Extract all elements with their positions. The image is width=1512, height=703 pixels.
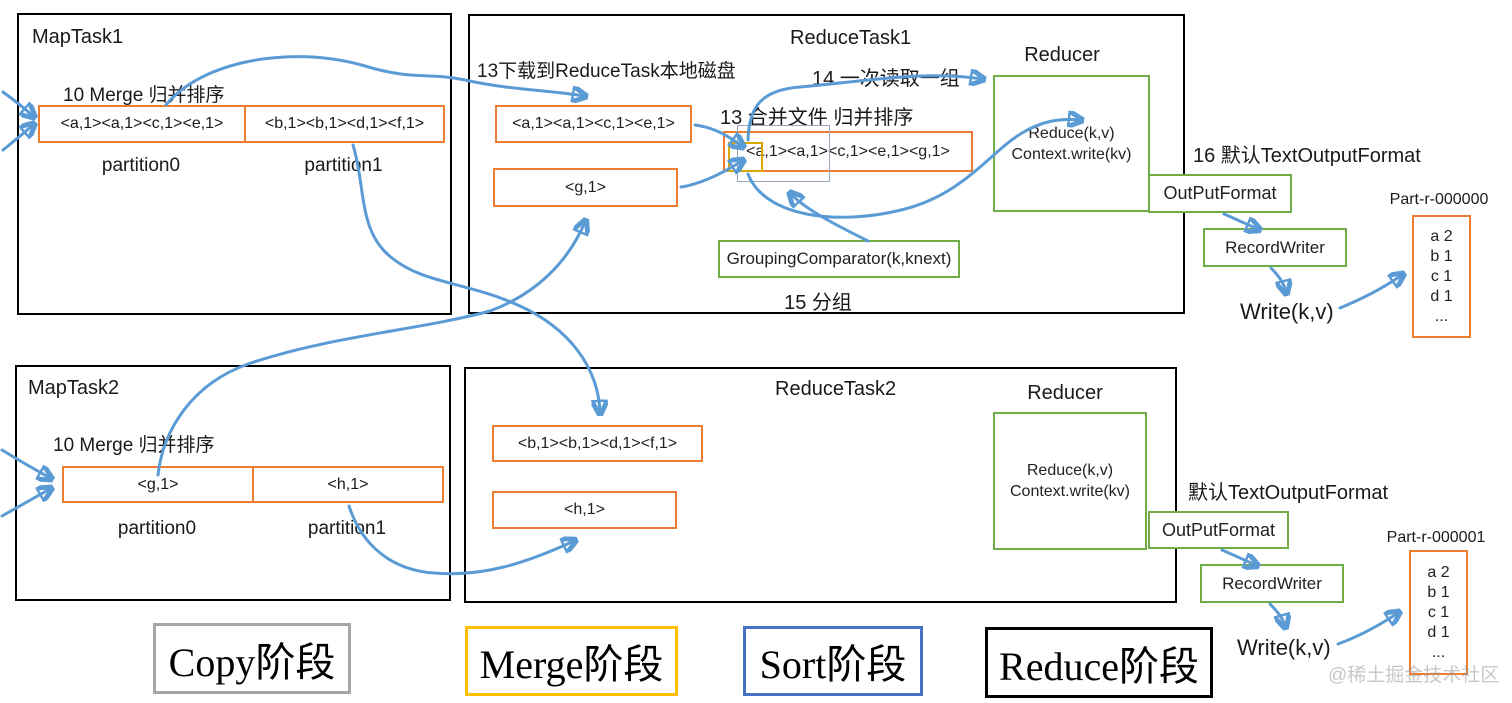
rt2-outputformat-box: OutPutFormat [1148,511,1289,549]
watermark: @稀土掘金技术社区 [1328,665,1500,686]
reducetask2-title: ReduceTask2 [775,378,897,400]
rt2-partfile-row: ... [1431,643,1446,661]
rt1-reducer-line1: Reduce(k,v) [1028,124,1115,142]
arrow-rt1-write-to-partfile [1338,275,1402,310]
rt1-partfile-box: a 2 b 1 c 1 d 1 ... [1412,215,1471,338]
rt2-spill0-box: <b,1><b,1><d,1><f,1> [492,425,703,462]
rt2-reducer-title: Reducer [1027,382,1103,404]
rt1-grouping-comparator-box: GroupingComparator(k,knext) [718,240,960,278]
arrow-rt2-write-to-partfile [1336,613,1398,646]
maptask2-partition1-label: partition1 [307,518,387,539]
rt1-textoutputformat-label: 16 默认TextOutputFormat [1193,145,1421,167]
maptask1-partition-labels: partition0 partition1 [38,155,443,177]
arrow-rt1-outputformat-to-recordwriter [1222,212,1258,229]
reducetask2-box [464,367,1177,603]
rt1-partfile-row: ... [1434,307,1449,325]
maptask1-partition1-label: partition1 [304,155,383,176]
maptask2-partition0-label: partition0 [117,518,197,539]
rt1-reducer-box: Reduce(k,v) Context.write(kv) [993,75,1150,212]
rt1-key-highlight-box [728,142,763,172]
rt1-spill1-box: <g,1> [493,168,678,207]
rt2-recordwriter-box: RecordWriter [1200,564,1344,603]
rt2-reducer-line2: Context.write(kv) [1009,483,1131,500]
maptask1-partition0-label: partition0 [101,155,181,176]
rt1-reducer-line2: Context.write(kv) [1011,145,1132,163]
rt1-recordwriter-box: RecordWriter [1203,228,1347,267]
rt1-read-label: 14 一次读取一组 [812,68,960,90]
rt1-download-label: 13下载到ReduceTask本地磁盘 [477,61,736,82]
rt1-group-label: 15 分组 [784,292,852,314]
stage-sort-box: Sort阶段 [743,626,923,696]
rt1-partfile-row: d 1 [1430,287,1453,305]
rt2-partfile-row: a 2 [1427,563,1450,581]
rt2-textoutputformat-label: 默认TextOutputFormat [1188,482,1389,504]
maptask2-partition1-cell: <h,1> [254,466,444,503]
rt1-partfile-row: c 1 [1430,267,1453,285]
maptask1-title: MapTask1 [32,26,124,48]
stage-merge-box: Merge阶段 [465,626,678,696]
rt2-spill1-box: <h,1> [492,491,677,529]
maptask1-partition-row: <a,1><a,1><c,1><e,1> <b,1><b,1><d,1><f,1… [38,105,445,143]
maptask2-title: MapTask2 [28,377,120,399]
maptask1-partition1-cell: <b,1><b,1><d,1><f,1> [246,105,445,143]
rt2-partfile-box: a 2 b 1 c 1 d 1 ... [1409,550,1468,675]
arrow-rt2-recordwriter-to-write [1268,602,1285,626]
stage-reduce-box: Reduce阶段 [985,627,1213,698]
rt2-partfile-row: c 1 [1427,603,1450,621]
rt2-partfile-row: d 1 [1427,623,1450,641]
maptask2-partition0-cell: <g,1> [62,466,254,503]
rt1-write-label: Write(k,v) [1240,299,1334,324]
rt2-reducer-line1: Reduce(k,v) [1026,462,1114,479]
maptask1-merge-label: 10 Merge 归并排序 [63,85,225,106]
arrow-rt2-outputformat-to-recordwriter [1220,548,1256,565]
rt1-reducer-title: Reducer [1024,44,1100,66]
maptask2-merge-label: 10 Merge 归并排序 [53,435,215,456]
rt2-write-label: Write(k,v) [1237,635,1331,660]
rt2-partfile-title: Part-r-000001 [1386,529,1486,546]
maptask2-partition-row: <g,1> <h,1> [62,466,444,503]
rt1-partfile-title: Part-r-000000 [1389,191,1489,208]
arrow-rt1-recordwriter-to-write [1269,266,1286,292]
maptask2-partition-labels: partition0 partition1 [62,518,442,540]
rt1-partfile-row: b 1 [1430,247,1453,265]
rt1-outputformat-box: OutPutFormat [1148,174,1292,213]
rt1-spill0-box: <a,1><a,1><c,1><e,1> [495,105,692,143]
rt2-reducer-box: Reduce(k,v) Context.write(kv) [993,412,1147,550]
stage-copy-box: Copy阶段 [153,623,351,694]
maptask1-partition0-cell: <a,1><a,1><c,1><e,1> [38,105,246,143]
rt2-partfile-row: b 1 [1427,583,1450,601]
reducetask1-title: ReduceTask1 [790,27,912,49]
rt1-partfile-row: a 2 [1430,227,1453,245]
